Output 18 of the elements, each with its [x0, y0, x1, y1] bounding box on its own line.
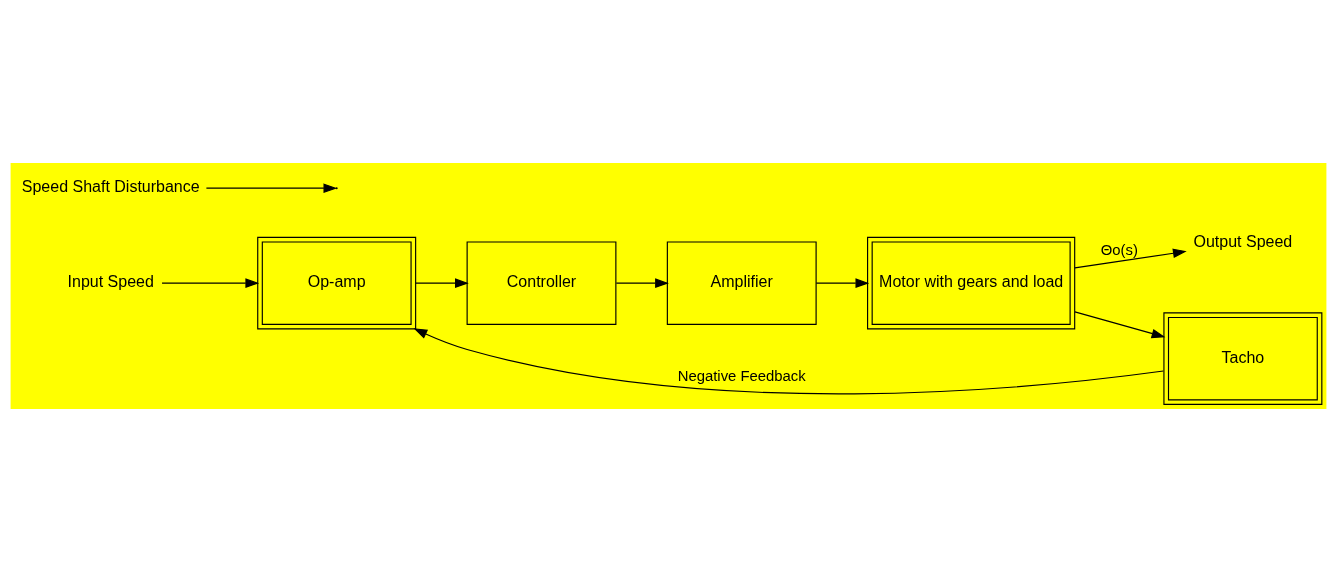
node-text: Speed Shaft Disturbance	[21, 178, 200, 196]
node-box: Controller	[466, 241, 617, 325]
arrow	[1074, 248, 1187, 269]
edge-label: Negative Feedback	[677, 367, 806, 384]
node-text: Output Speed	[1193, 233, 1293, 251]
arrow	[413, 328, 1164, 395]
arrow	[205, 183, 338, 193]
arrow	[415, 278, 469, 288]
node-box: Tacho	[1163, 312, 1323, 405]
arrow	[815, 278, 870, 288]
node-box: Op-amp	[257, 236, 417, 330]
arrow	[1074, 311, 1166, 339]
node-text: Input Speed	[67, 273, 154, 291]
edge-label: Θo(s)	[1100, 241, 1138, 258]
node-box: Amplifier	[666, 241, 817, 325]
arrow	[161, 278, 260, 288]
arrow	[615, 278, 669, 288]
node-box: Motor with gears and load	[867, 236, 1076, 330]
